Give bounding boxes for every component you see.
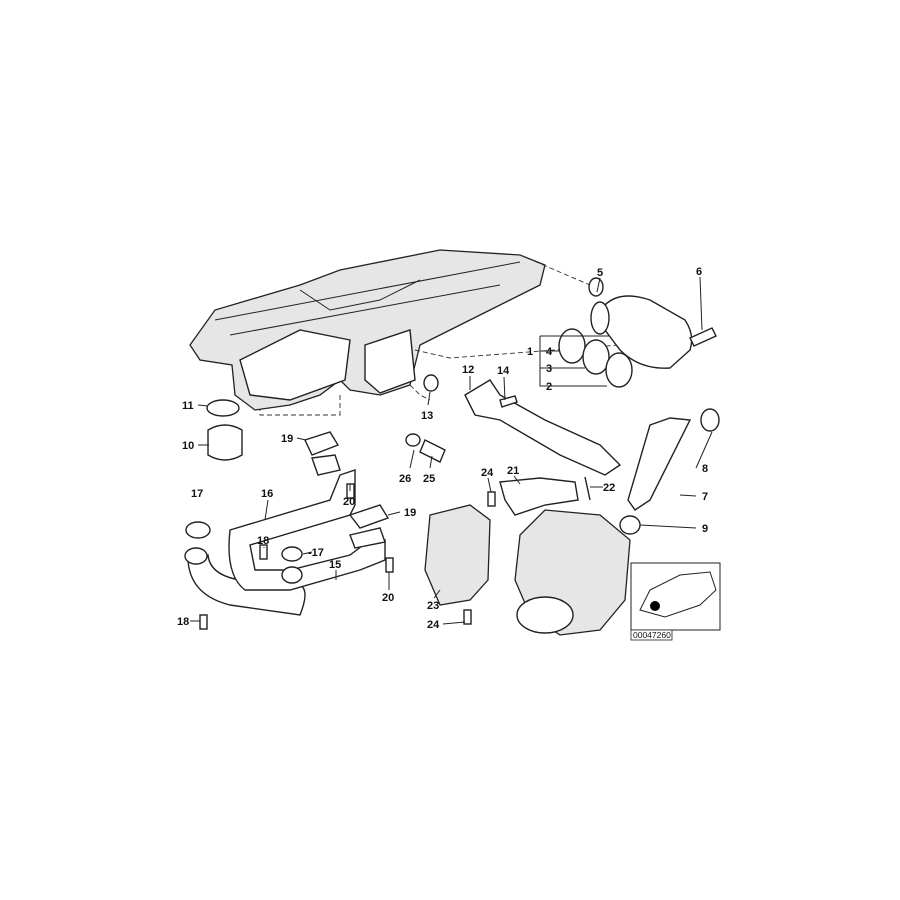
callout-17a: 17: [191, 488, 203, 500]
callout-16: 16: [261, 488, 273, 500]
callout-labels: 5 6 1 4 3 2 12 14 13 11 10 19 19 26 25 2…: [177, 266, 708, 631]
callout-19b: 19: [404, 507, 416, 519]
callout-23: 23: [427, 600, 439, 612]
callout-9: 9: [702, 523, 708, 535]
callout-14: 14: [497, 365, 510, 377]
callout-13: 13: [421, 410, 433, 422]
callout-6: 6: [696, 266, 702, 278]
callout-8: 8: [702, 463, 708, 475]
callout-17b: -17: [308, 547, 324, 559]
callout-18b: 18: [177, 616, 189, 628]
location-marker-icon: [650, 601, 660, 611]
heat-shield: [424, 504, 491, 606]
oil-pan-assembly: [189, 249, 621, 416]
callout-19a: 19: [281, 433, 293, 445]
callout-24a: 24: [481, 467, 494, 479]
callout-21: 21: [507, 465, 519, 477]
leader-lines: [190, 276, 713, 625]
diagram-code: 00047260: [633, 630, 671, 640]
callout-20b: 20: [382, 592, 394, 604]
vehicle-location-inset: 00047260: [630, 562, 721, 641]
callout-3: 3: [546, 363, 552, 375]
callout-5: 5: [597, 267, 603, 279]
oil-pipes: [184, 431, 390, 616]
callout-7: 7: [702, 491, 708, 503]
callout-2: 2: [546, 381, 552, 393]
callout-1: 1: [527, 346, 533, 358]
oil-pump: [514, 509, 631, 636]
oil-level-sensor: [558, 277, 717, 388]
callout-26: 26: [399, 473, 411, 485]
dipstick-guide-tube: [405, 374, 622, 476]
callout-4: 4: [546, 346, 553, 358]
callout-25: 25: [423, 473, 435, 485]
oil-pump-tube: [499, 408, 720, 535]
callout-11: 11: [182, 400, 194, 412]
callout-15: 15: [329, 559, 341, 571]
callout-10: 10: [182, 440, 194, 452]
callout-18a: 18: [257, 535, 269, 547]
callout-24b: 24: [427, 619, 440, 631]
callout-12: 12: [462, 364, 474, 376]
callout-20a: 20: [343, 496, 355, 508]
callout-22: 22: [603, 482, 615, 494]
